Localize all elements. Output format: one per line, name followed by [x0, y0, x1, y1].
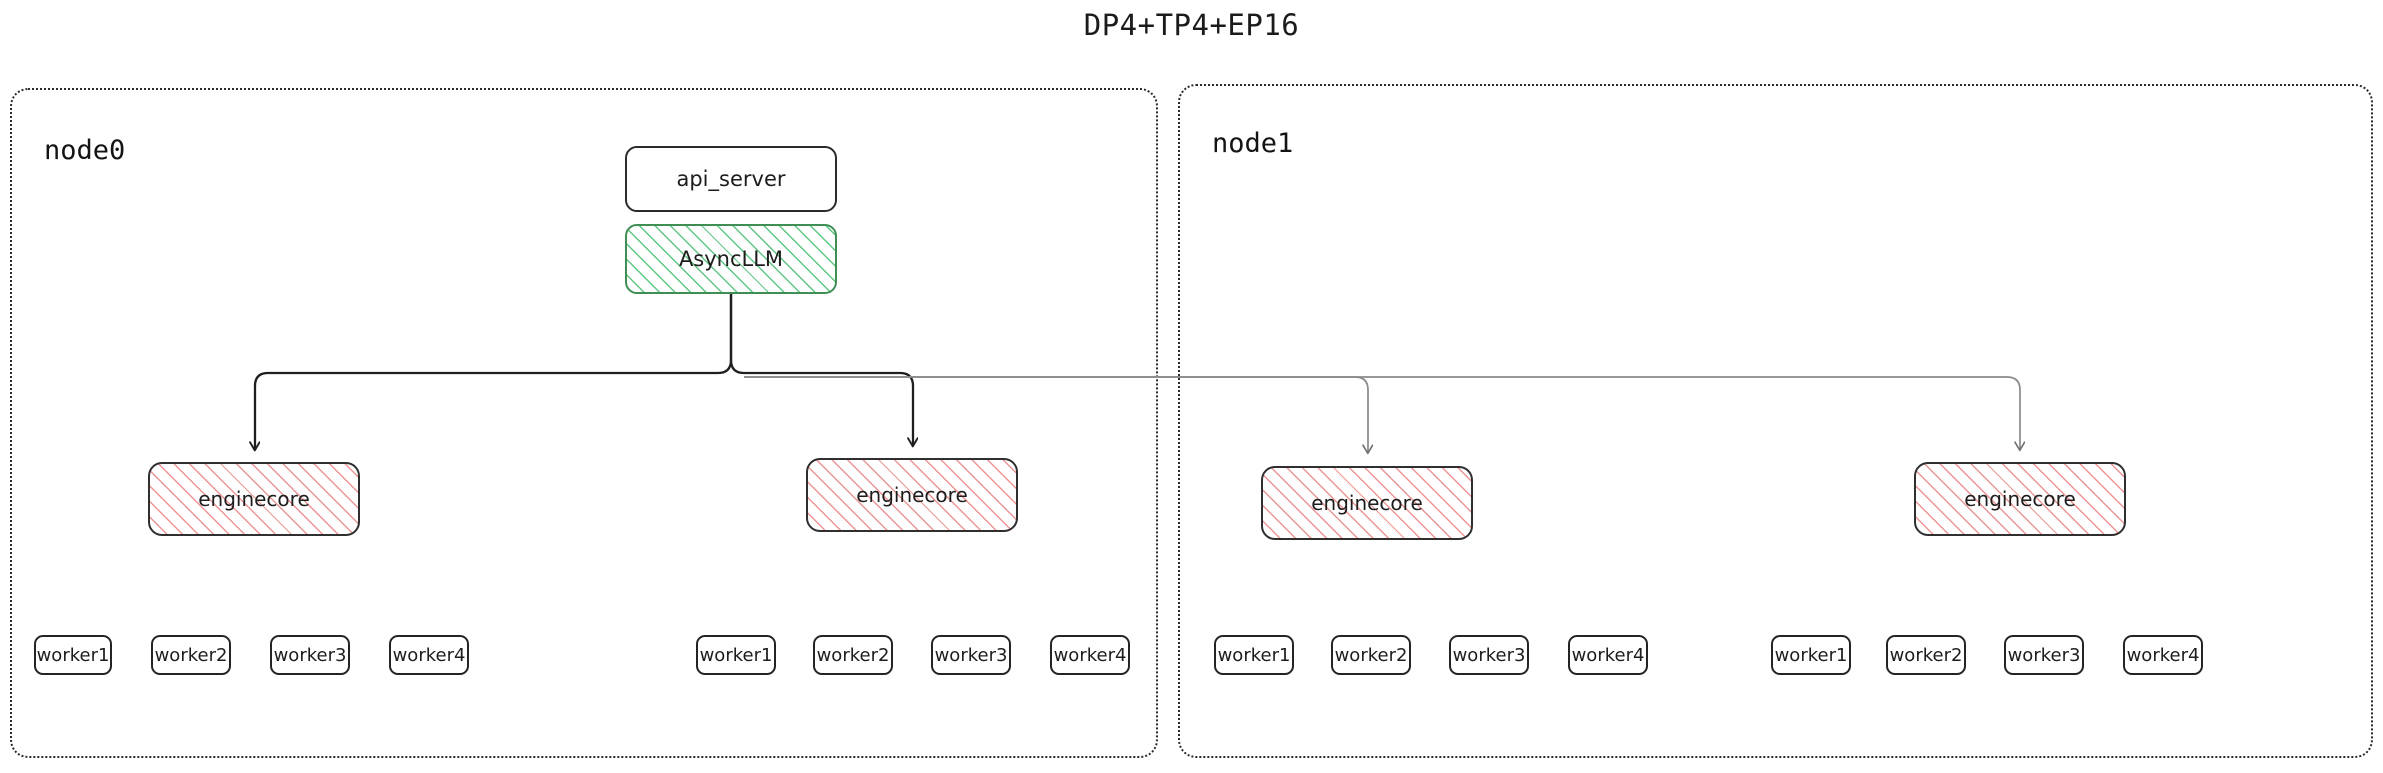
- cluster-label-node1: node1: [1212, 128, 1294, 159]
- box-api-server[interactable]: api_server: [625, 146, 837, 212]
- worker-chip-workers-node1-a-3[interactable]: worker3: [1449, 635, 1529, 675]
- worker-chip-workers-node1-b-1[interactable]: worker1: [1771, 635, 1851, 675]
- worker-chip-workers-node1-a-1[interactable]: worker1: [1214, 635, 1294, 675]
- worker-chip-workers-node0-a-2[interactable]: worker2: [151, 635, 231, 675]
- cluster-label-node0: node0: [44, 135, 126, 166]
- page-title: DP4+TP4+EP16: [1083, 8, 1300, 42]
- box-enginecore-1[interactable]: enginecore: [806, 458, 1018, 532]
- box-enginecore-3[interactable]: enginecore: [1914, 462, 2126, 536]
- box-enginecore-0[interactable]: enginecore: [148, 462, 360, 536]
- worker-chip-workers-node1-b-4[interactable]: worker4: [2123, 635, 2203, 675]
- worker-chip-workers-node1-b-3[interactable]: worker3: [2004, 635, 2084, 675]
- worker-chip-workers-node0-a-4[interactable]: worker4: [389, 635, 469, 675]
- worker-chip-workers-node0-b-4[interactable]: worker4: [1050, 635, 1130, 675]
- worker-chip-workers-node0-a-1[interactable]: worker1: [34, 635, 112, 675]
- box-asyncllm[interactable]: AsyncLLM: [625, 224, 837, 294]
- worker-chip-workers-node0-a-3[interactable]: worker3: [270, 635, 350, 675]
- box-enginecore-2[interactable]: enginecore: [1261, 466, 1473, 540]
- worker-chip-workers-node1-a-4[interactable]: worker4: [1568, 635, 1648, 675]
- worker-chip-workers-node0-b-1[interactable]: worker1: [696, 635, 776, 675]
- worker-chip-workers-node0-b-3[interactable]: worker3: [931, 635, 1011, 675]
- worker-chip-workers-node0-b-2[interactable]: worker2: [813, 635, 893, 675]
- worker-chip-workers-node1-b-2[interactable]: worker2: [1886, 635, 1966, 675]
- worker-chip-workers-node1-a-2[interactable]: worker2: [1331, 635, 1411, 675]
